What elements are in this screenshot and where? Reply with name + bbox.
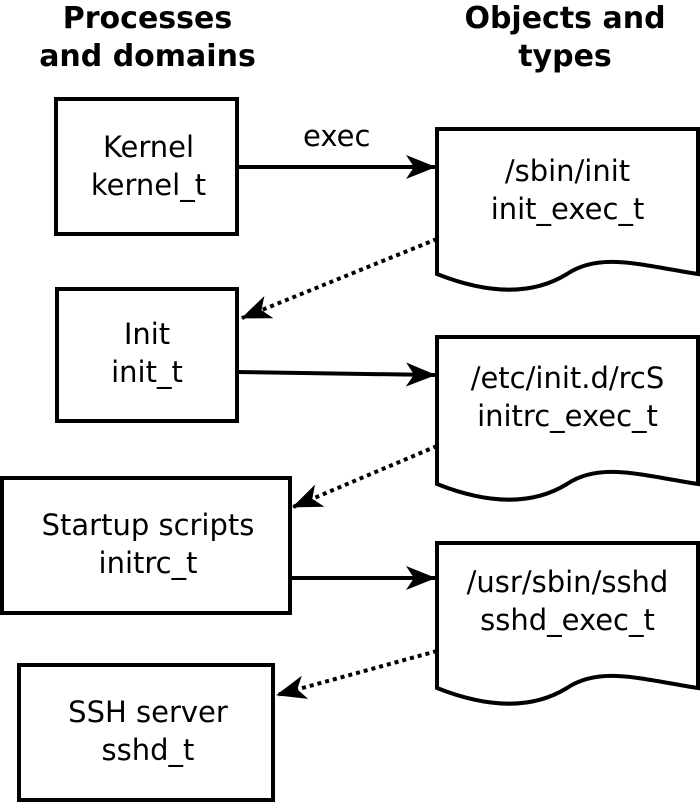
- header-line: types: [518, 39, 612, 74]
- object-doc-sshd: [435, 541, 700, 706]
- process-domain: sshd_t: [101, 733, 195, 767]
- object-type: sshd_exec_t: [480, 603, 655, 637]
- object-path: /etc/init.d/rcS: [470, 361, 665, 395]
- process-domain: initrc_t: [98, 546, 198, 580]
- process-box-kernel: [54, 97, 239, 236]
- objects-types-header: Objects and types: [430, 0, 700, 76]
- process-label-init: Init init_t: [57, 315, 237, 391]
- process-name: Startup scripts: [41, 508, 255, 542]
- transition-arrow-to-init: [241, 237, 438, 320]
- process-label-startup-scripts: Startup scripts initrc_t: [2, 506, 294, 582]
- process-domain: kernel_t: [90, 168, 207, 202]
- process-domain: init_t: [111, 355, 183, 389]
- object-label-rcs: /etc/init.d/rcS initrc_exec_t: [437, 359, 698, 435]
- process-box-init: [55, 287, 239, 423]
- transition-arrow-to-startup-scripts: [292, 444, 438, 509]
- header-line: and domains: [39, 39, 256, 74]
- object-label-sshd: /usr/sbin/sshd sshd_exec_t: [437, 563, 698, 639]
- processes-domains-header: Processes and domains: [20, 0, 275, 76]
- object-doc-rcs: [435, 335, 700, 502]
- process-label-kernel: Kernel kernel_t: [56, 128, 241, 204]
- process-label-ssh-server: SSH server sshd_t: [19, 693, 277, 769]
- process-name: SSH server: [68, 695, 228, 729]
- object-type: initrc_exec_t: [477, 399, 658, 433]
- transition-arrow-to-ssh-server: [276, 649, 438, 699]
- object-doc-sbin-init: [435, 127, 700, 292]
- exec-arrow-init-to-rcs: [236, 362, 436, 387]
- header-line: Processes: [62, 1, 233, 36]
- exec-label: exec: [303, 119, 371, 153]
- process-box-startup-scripts: [0, 476, 292, 615]
- header-line: Objects and: [464, 1, 666, 36]
- object-path: /usr/sbin/sshd: [466, 565, 669, 599]
- object-type: init_exec_t: [490, 192, 645, 226]
- object-path: /sbin/init: [504, 154, 631, 188]
- process-box-ssh-server: [17, 663, 275, 802]
- object-label-sbin-init: /sbin/init init_exec_t: [437, 152, 698, 228]
- process-name: Init: [123, 317, 171, 351]
- process-name: Kernel: [102, 130, 195, 164]
